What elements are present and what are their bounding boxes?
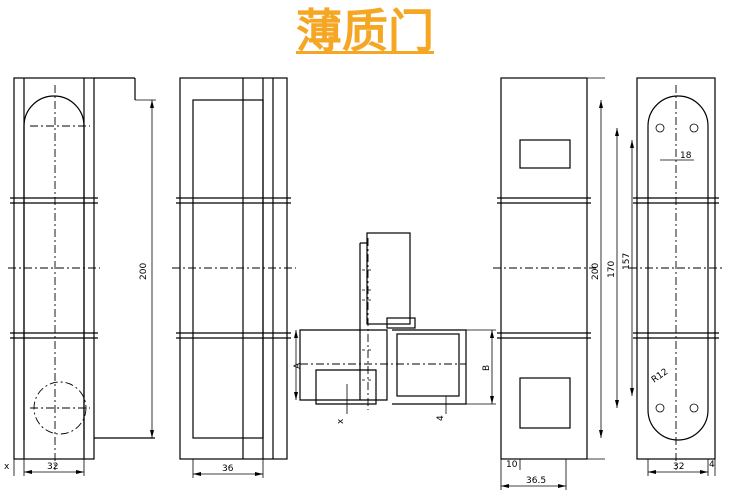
dim-right2-4: 4 <box>709 460 715 470</box>
dim-right2-170: 170 <box>607 261 617 278</box>
dim-left-width: 32 <box>47 462 58 472</box>
dim-right1-width: 36.5 <box>526 476 546 486</box>
dim-second-width: 36 <box>222 464 234 474</box>
dim-right1-10: 10 <box>506 460 518 470</box>
dim-right2-width: 32 <box>673 462 684 472</box>
view-side-right: 200 10 36.5 <box>493 77 605 490</box>
view-center-section: A B x 4 <box>293 232 496 424</box>
dim-right2-18: 18 <box>680 151 692 161</box>
dim-left-x: x <box>4 462 10 472</box>
dim-left-height: 200 <box>139 263 149 280</box>
view-front-left: 200 32 x <box>4 77 156 476</box>
dim-right2-157: 157 <box>622 253 632 270</box>
page-title: 薄质门 <box>296 4 434 58</box>
dim-center-x: x <box>336 418 346 424</box>
dim-center-4: 4 <box>436 415 446 421</box>
dim-right1-height: 200 <box>591 263 601 280</box>
view-side-left: 36 <box>172 77 296 478</box>
dim-right2-radius: R12 <box>650 367 670 385</box>
dim-center-a: A <box>293 362 303 369</box>
dim-center-b: B <box>482 365 492 371</box>
view-front-right: 170 157 18 R12 32 4 <box>607 77 725 476</box>
